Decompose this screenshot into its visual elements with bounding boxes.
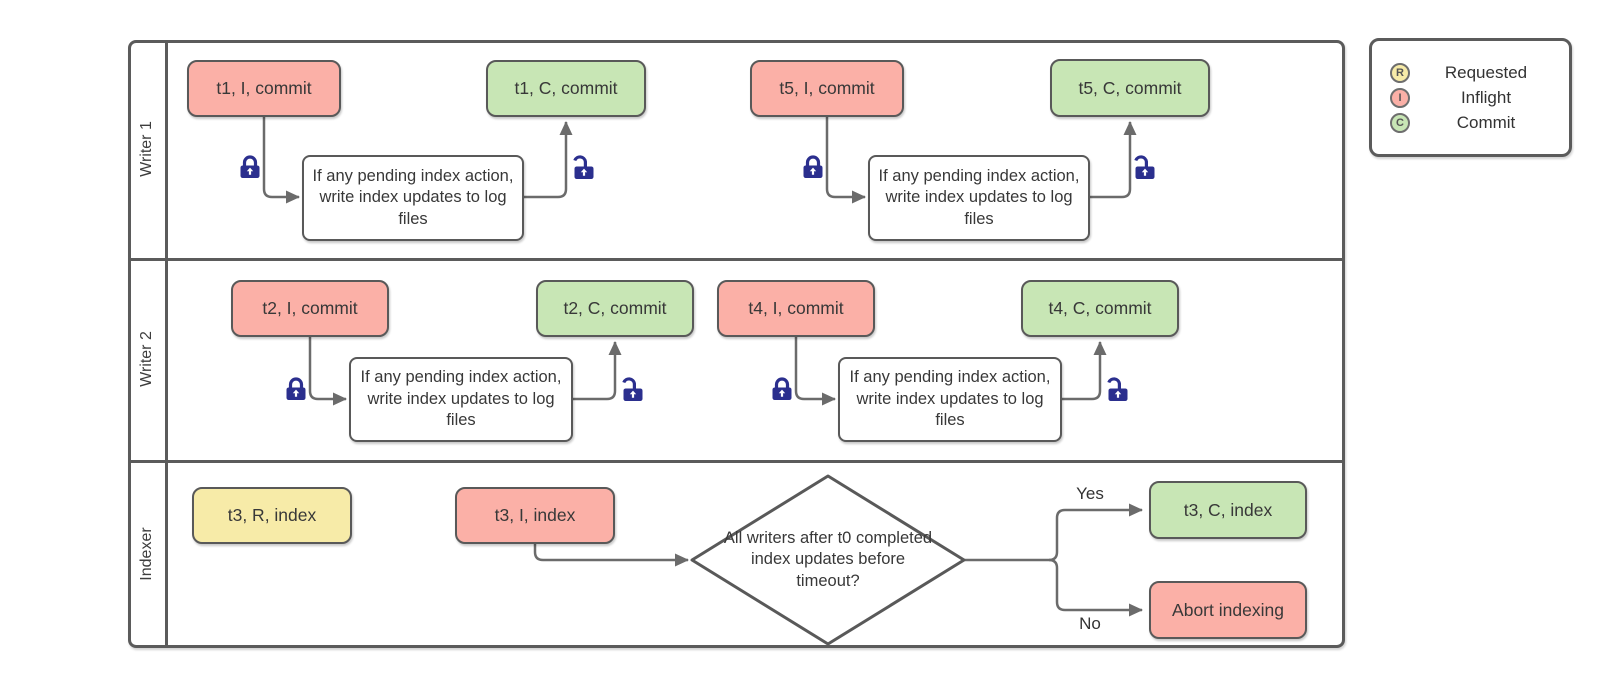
legend-row-inflight: I Inflight [1390, 87, 1557, 108]
legend-label-commit: Commit [1456, 112, 1516, 132]
inflight-badge-icon: I [1390, 87, 1410, 108]
process-box-writer2-right: If any pending index action, write index… [838, 357, 1062, 442]
lane-label-writer2: Writer 2 [138, 331, 155, 387]
process-box-writer1-right: If any pending index action, write index… [868, 155, 1090, 241]
state-box-t3-requested: t3, R, index [192, 487, 352, 544]
no-branch-label: No [1079, 614, 1101, 633]
yes-branch-label: Yes [1076, 484, 1104, 503]
legend-row-commit: C Commit [1390, 112, 1557, 133]
state-box-t5-inflight: t5, I, commit [750, 60, 904, 117]
requested-badge-icon: R [1390, 62, 1410, 83]
commit-badge-icon: C [1390, 112, 1410, 133]
legend-label-inflight: Inflight [1460, 87, 1512, 107]
legend-row-requested: R Requested [1390, 62, 1557, 83]
legend-label-requested: Requested [1444, 62, 1528, 82]
state-box-t4-inflight: t4, I, commit [717, 280, 875, 337]
state-box-t2-commit: t2, C, commit [536, 280, 694, 337]
lane-divider-1 [130, 258, 1343, 261]
state-box-t1-inflight: t1, I, commit [187, 60, 341, 117]
process-box-writer1-left: If any pending index action, write index… [302, 155, 524, 241]
lane-label-indexer: Indexer [138, 527, 155, 581]
lane-divider-2 [130, 460, 1343, 463]
process-box-writer2-left: If any pending index action, write index… [349, 357, 573, 442]
state-box-abort-indexing: Abort indexing [1149, 581, 1307, 639]
state-box-t3-commit: t3, C, index [1149, 481, 1307, 539]
swimlane-frame [128, 40, 1345, 648]
state-box-t1-commit: t1, C, commit [486, 60, 646, 117]
legend: R Requested I Inflight C Commit [1369, 38, 1572, 157]
lane-header-divider [165, 42, 168, 646]
decision-diamond-label: All writers after t0 completed index upd… [723, 529, 933, 590]
lane-label-writer1: Writer 1 [138, 121, 155, 177]
state-box-t4-commit: t4, C, commit [1021, 280, 1179, 337]
state-box-t2-inflight: t2, I, commit [231, 280, 389, 337]
state-box-t5-commit: t5, C, commit [1050, 59, 1210, 117]
state-box-t3-inflight: t3, I, index [455, 487, 615, 544]
